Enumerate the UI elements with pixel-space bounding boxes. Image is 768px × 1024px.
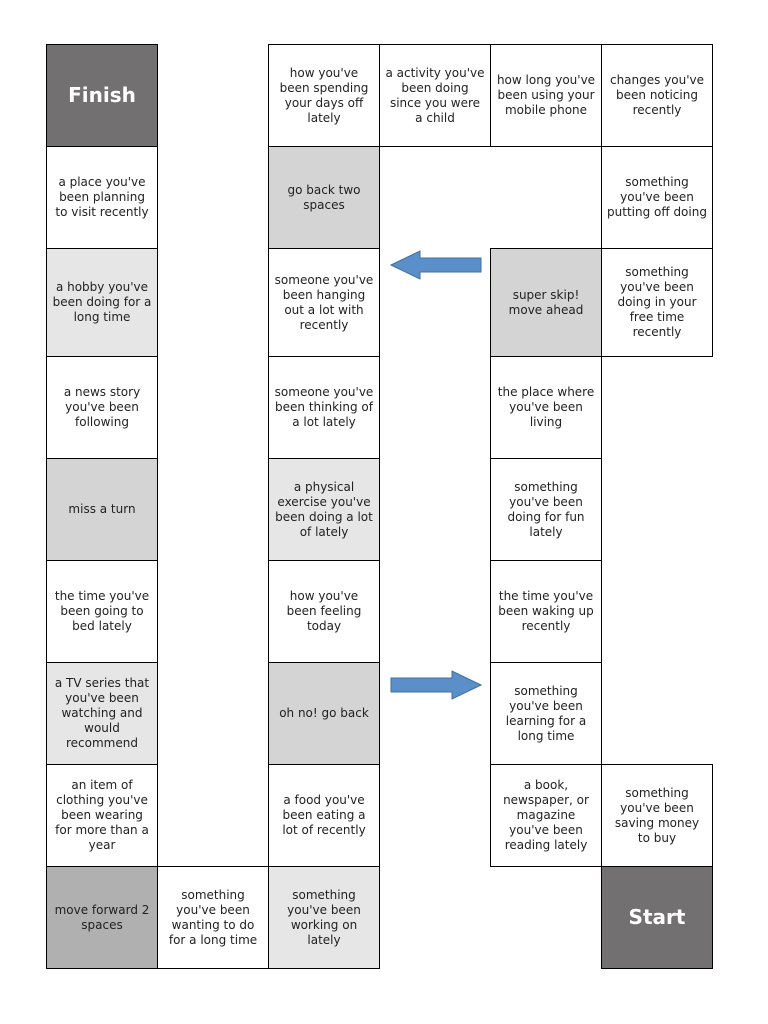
go-back-square: go back two spaces [268, 146, 380, 249]
board-square: a TV series that you've been watching an… [46, 662, 158, 765]
board-square: a activity you've been doing since you w… [379, 44, 491, 147]
board-square: a physical exercise you've been doing a … [268, 458, 380, 561]
board-square: how you've been spending your days off l… [268, 44, 380, 147]
board-square: the place where you've been living [490, 356, 602, 459]
board-square: a hobby you've been doing for a long tim… [46, 248, 158, 357]
board-square: something you've been learning for a lon… [490, 662, 602, 765]
super-skip-square: super skip! move ahead [490, 248, 602, 357]
board-square: a news story you've been following [46, 356, 158, 459]
board-square: something you've been saving money to bu… [601, 764, 713, 867]
board-square: something you've been putting off doing [601, 146, 713, 249]
board-square: the time you've been going to bed lately [46, 560, 158, 663]
board-square: a place you've been planning to visit re… [46, 146, 158, 249]
board-square: a food you've been eating a lot of recen… [268, 764, 380, 867]
board-square: how you've been feeling today [268, 560, 380, 663]
board-square: something you've been doing in your free… [601, 248, 713, 357]
board-square: an item of clothing you've been wearing … [46, 764, 158, 867]
board-square: something you've been doing for fun late… [490, 458, 602, 561]
finish-square: Finish [46, 44, 158, 147]
board-square: the time you've been waking up recently [490, 560, 602, 663]
board-square: changes you've been noticing recently [601, 44, 713, 147]
board-square: how long you've been using your mobile p… [490, 44, 602, 147]
right-arrow-icon [390, 670, 482, 700]
start-square: Start [601, 866, 713, 969]
board-square: a book, newspaper, or magazine you've be… [490, 764, 602, 867]
left-arrow-icon [390, 250, 482, 280]
go-back-square: oh no! go back [268, 662, 380, 765]
board-square: something you've been wanting to do for … [157, 866, 269, 969]
miss-turn-square: miss a turn [46, 458, 158, 561]
move-forward-square: move forward 2 spaces [46, 866, 158, 969]
board-square: someone you've been hanging out a lot wi… [268, 248, 380, 357]
board-square: someone you've been thinking of a lot la… [268, 356, 380, 459]
board-square: something you've been working on lately [268, 866, 380, 969]
